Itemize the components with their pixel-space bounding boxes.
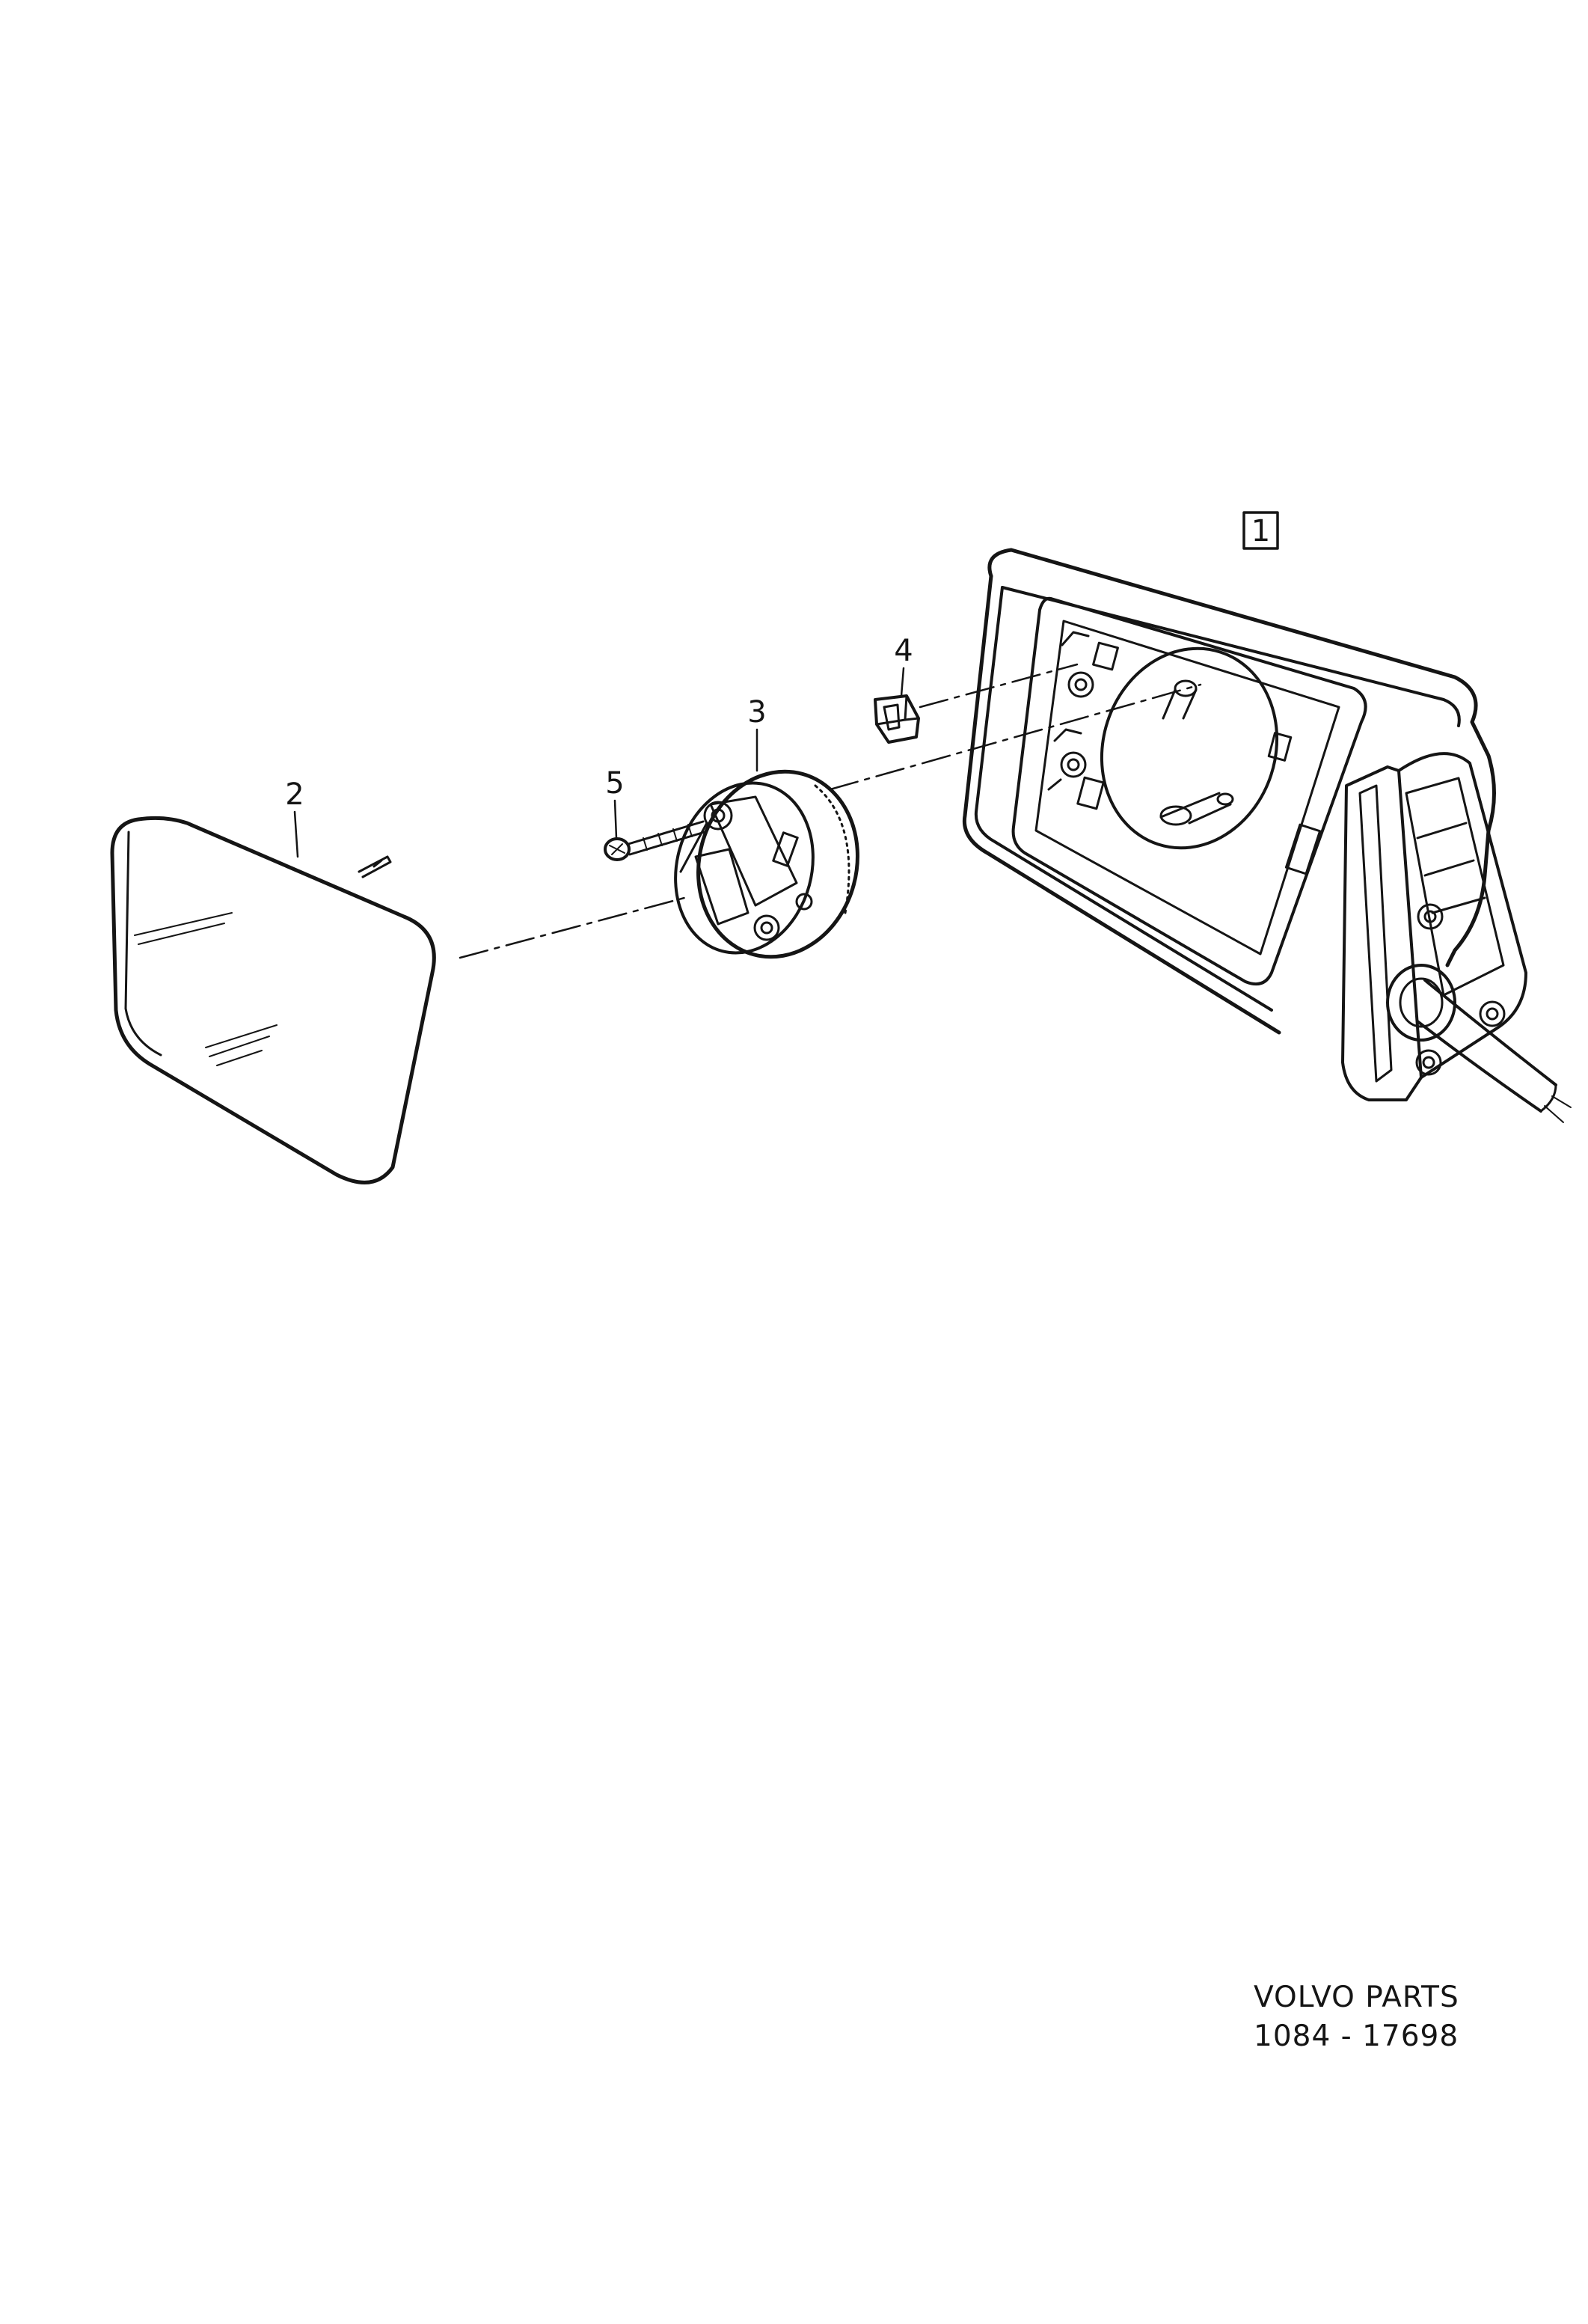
mirror-glass-drawing xyxy=(110,816,436,1184)
footer-diagram-number: 1084 - 17698 xyxy=(1254,2019,1459,2053)
callout-1: 1 xyxy=(1242,511,1279,550)
clip-drawing xyxy=(874,694,920,744)
adjuster-unit-drawing xyxy=(674,769,859,959)
screw-drawing xyxy=(604,820,706,861)
callout-5-label: 5 xyxy=(605,766,624,801)
callout-4-label: 4 xyxy=(894,634,913,668)
callout-1-box xyxy=(1242,511,1279,550)
callout-3-label: 3 xyxy=(747,695,766,730)
mirror-housing-drawing xyxy=(962,548,1572,1123)
callout-2-label: 2 xyxy=(285,777,304,812)
assembly-lines xyxy=(459,663,1202,959)
leader-lines xyxy=(293,667,905,858)
callout-1-label: 1 xyxy=(1251,514,1270,548)
footer-brand: VOLVO PARTS xyxy=(1254,1981,1459,2014)
footer-reference: VOLVO PARTS 1084 - 17698 xyxy=(1254,1978,1500,2056)
